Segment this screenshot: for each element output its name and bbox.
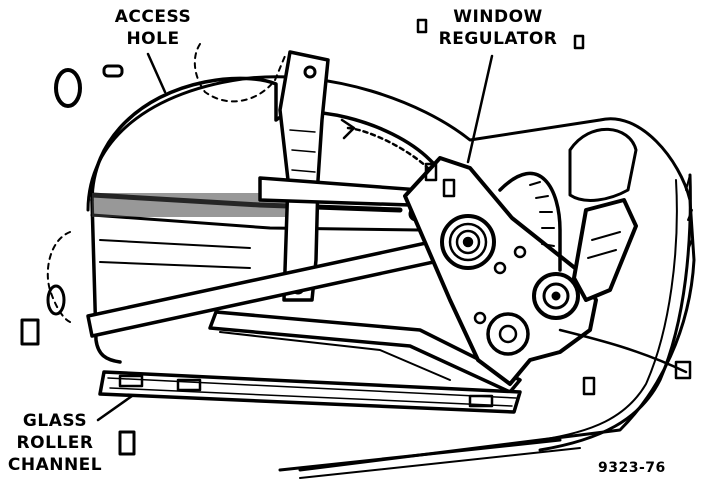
panel-hole — [54, 68, 82, 108]
panel-cutout — [568, 127, 638, 202]
door-sill — [278, 438, 562, 472]
motor-wire — [558, 328, 688, 374]
access-hole — [90, 76, 442, 202]
regulator-plate — [403, 156, 598, 386]
rotation-arrow — [346, 126, 432, 172]
panel-slot-bottom — [118, 430, 136, 456]
window-regulator-label: WINDOW REGULATOR — [438, 7, 558, 49]
panel-slot — [102, 64, 124, 78]
leader-access-hole — [146, 52, 167, 94]
hidden-outline-top — [193, 43, 286, 103]
panel-slot-left — [20, 318, 40, 346]
hidden-outline-left — [46, 231, 71, 323]
figure-number: 9323-76 — [598, 460, 666, 476]
glass-roller-channel — [98, 370, 522, 414]
vertical-bracket — [278, 50, 330, 302]
leader-glass-roller-channel — [96, 394, 134, 422]
regulator-sector-gear — [498, 171, 562, 272]
leader-window-regulator — [466, 54, 494, 164]
glass-roller-channel-label: GLASS ROLLER CHANNEL — [7, 411, 103, 475]
door-outer-edge — [538, 173, 692, 452]
access-hole-label: ACCESS HOLE — [114, 7, 192, 49]
door-inner-panel — [86, 75, 696, 472]
motor-drive-gear — [532, 272, 580, 320]
regulator-motor — [572, 198, 638, 302]
regulator-spring — [440, 214, 496, 270]
